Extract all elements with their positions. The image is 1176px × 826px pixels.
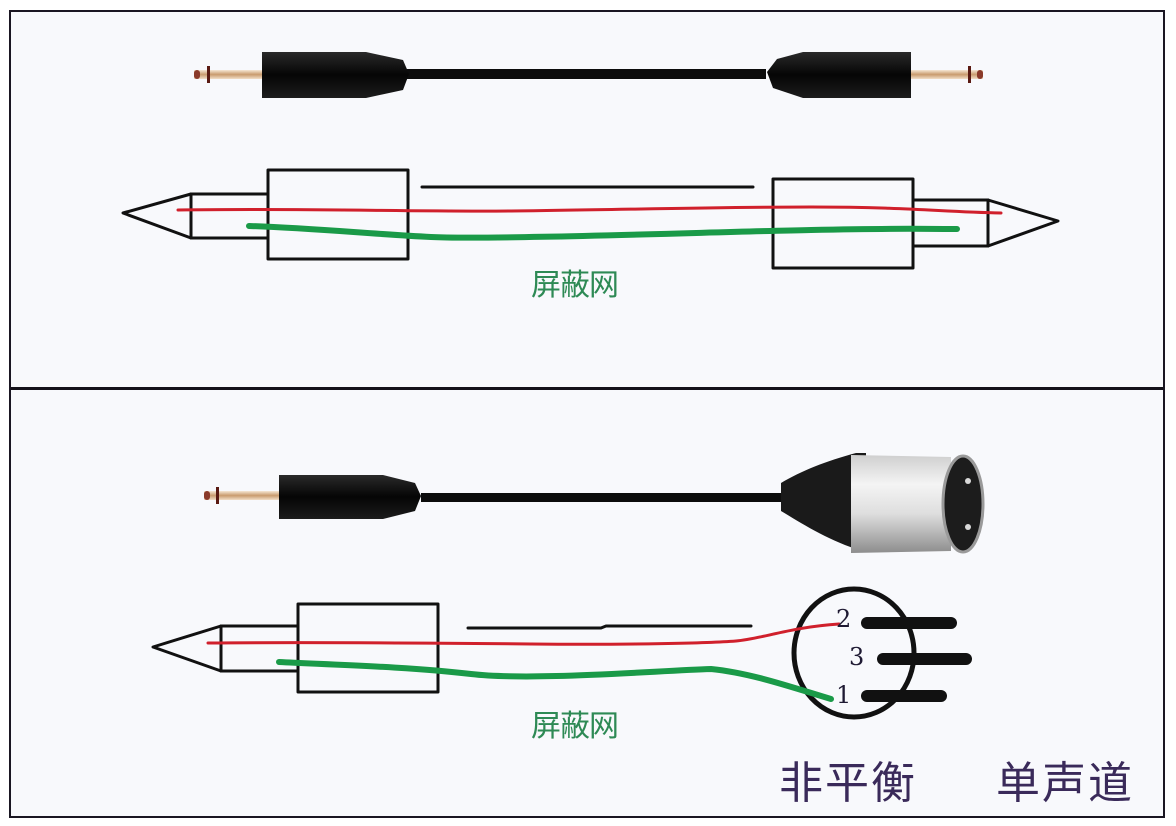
- shield-label: 屏蔽网: [531, 268, 619, 303]
- ts-xlr-illustration: [151, 453, 985, 720]
- caption-mono: 单声道: [996, 758, 1134, 809]
- ts-plug-schematic: [151, 602, 440, 694]
- xlr-pin-label-3: 3: [849, 643, 865, 671]
- diagram-frame: 屏蔽网: [9, 10, 1165, 818]
- panel-ts-to-xlr: 2 3 1 屏蔽网 非平衡 单声道: [11, 391, 1163, 818]
- photo-ts-xlr-cable: [204, 453, 985, 554]
- shield-label: 屏蔽网: [531, 709, 619, 744]
- right-plug-schematic: [771, 177, 1060, 270]
- cable-jacket-line: [466, 624, 753, 630]
- caption-unbalanced: 非平衡: [779, 758, 917, 809]
- schematic-ts-to-xlr: [151, 586, 972, 720]
- xlr-pin-label-1: 1: [836, 681, 852, 709]
- schematic-ts-to-ts: [121, 168, 1060, 270]
- right-ts-plug-icon: [767, 52, 983, 98]
- shield-wire-green: [246, 223, 960, 241]
- shield-wire-green: [276, 659, 834, 702]
- photo-ts-cable: [194, 52, 983, 98]
- ts-plug-icon: [204, 475, 421, 519]
- signal-wire-red: [176, 205, 1003, 215]
- left-ts-plug-icon: [194, 52, 409, 98]
- signal-wire-red: [206, 622, 841, 646]
- panel-ts-to-ts: 屏蔽网: [11, 12, 1163, 389]
- xlr-pin-diagram: [791, 586, 972, 720]
- ts-ts-illustration: [121, 52, 1060, 270]
- left-plug-schematic: [121, 168, 410, 261]
- panel-divider: [11, 387, 1163, 390]
- xlr-male-plug-icon: [781, 453, 985, 554]
- xlr-pin-label-2: 2: [836, 605, 852, 633]
